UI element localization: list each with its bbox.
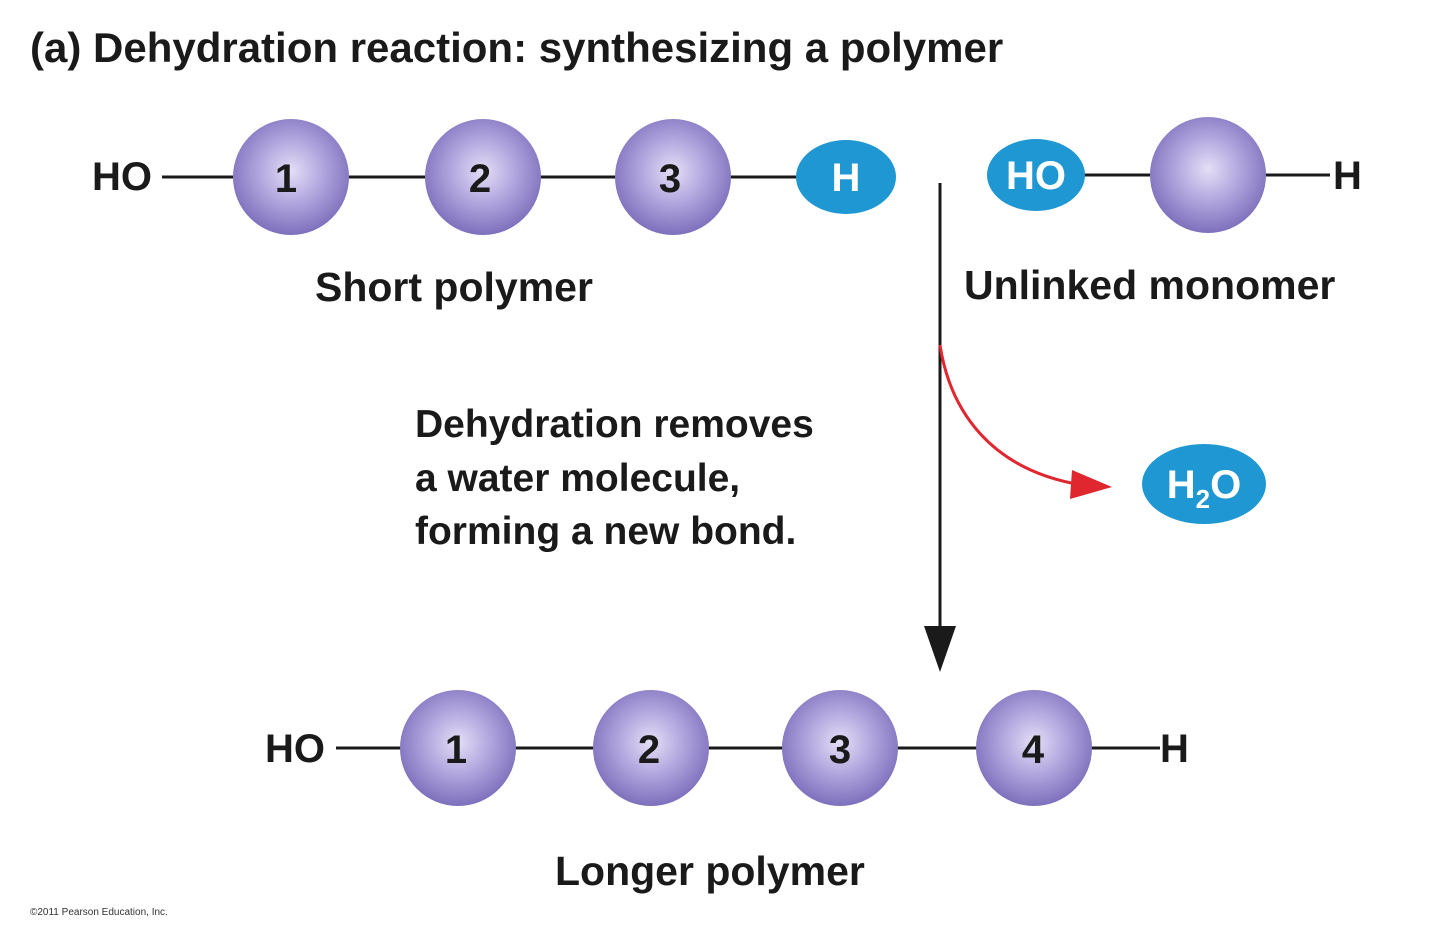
longer-polymer: HO 1 2 3 4 H Longer polymer	[265, 690, 1189, 894]
longer-polymer-start-label: HO	[265, 727, 325, 771]
water-release-arrow	[938, 344, 1112, 499]
longer-polymer-monomer-1: 1	[400, 690, 516, 806]
longer-polymer-end-label: H	[1160, 727, 1189, 771]
longer-polymer-monomer-4: 4	[976, 690, 1092, 806]
unlinked-monomer-end-label: H	[1333, 154, 1362, 198]
monomer-number: 4	[1022, 728, 1045, 772]
water-o: O	[1210, 463, 1241, 507]
longer-polymer-monomer-3: 3	[782, 690, 898, 806]
short-polymer-start-label: HO	[92, 155, 152, 199]
short-polymer-monomer-3: 3	[615, 119, 731, 235]
monomer-number: 1	[275, 157, 297, 201]
monomer-number: 2	[469, 157, 491, 201]
short-polymer-h-highlight: H	[796, 140, 896, 214]
unlinked-monomer: HO H Unlinked monomer	[964, 117, 1362, 308]
longer-polymer-monomer-2: 2	[593, 690, 709, 806]
monomer-number: 1	[445, 728, 467, 772]
unlinked-monomer-ho-highlight: HO	[987, 139, 1085, 211]
reaction-note-line-1: Dehydration removes	[415, 403, 814, 446]
water-subscript: 2	[1196, 484, 1210, 514]
unlinked-monomer-sphere	[1150, 117, 1266, 233]
short-polymer-monomer-2: 2	[425, 119, 541, 235]
short-polymer-monomer-1: 1	[233, 119, 349, 235]
unlinked-monomer-caption: Unlinked monomer	[964, 262, 1335, 308]
short-polymer-caption: Short polymer	[315, 264, 593, 310]
monomer-number: 2	[638, 728, 660, 772]
short-polymer: HO 1 2 3 H Short polymer	[92, 119, 896, 310]
short-polymer-end-label: H	[832, 156, 861, 200]
longer-polymer-caption: Longer polymer	[555, 848, 865, 894]
reaction-note: Dehydration removes a water molecule, fo…	[415, 403, 814, 553]
arrowhead-right-icon	[1070, 470, 1112, 499]
reaction-note-line-2: a water molecule,	[415, 457, 740, 500]
reaction-arrow	[924, 183, 956, 672]
diagram-title: (a) Dehydration reaction: synthesizing a…	[30, 24, 1003, 71]
monomer-number: 3	[829, 728, 851, 772]
water-formula: H2O	[1167, 463, 1241, 514]
water-h: H	[1167, 463, 1196, 507]
reaction-note-line-3: forming a new bond.	[415, 510, 796, 553]
water-molecule: H2O	[1142, 444, 1266, 524]
arrowhead-down-icon	[924, 626, 956, 672]
unlinked-monomer-start-label: HO	[1006, 154, 1066, 198]
copyright-notice: ©2011 Pearson Education, Inc.	[30, 907, 168, 918]
monomer-number: 3	[659, 157, 681, 201]
